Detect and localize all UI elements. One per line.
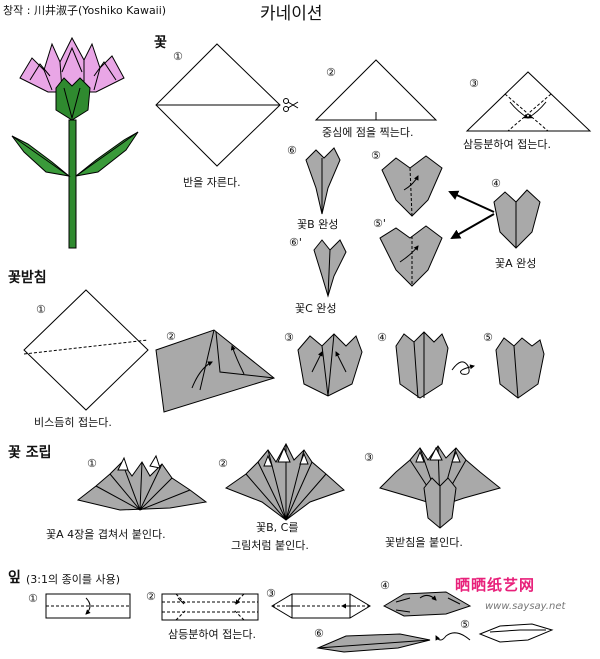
assembly-step-2-illustration [226,444,344,520]
flower-B-illustration [306,148,340,214]
leaf-step-2-illustration [162,594,258,620]
flower-A-illustration [494,190,540,248]
leaf-step-6-illustration [318,634,430,652]
receptacle-step-1-square [24,290,148,410]
flower-step-2-triangle [316,60,436,120]
scissors-icon [284,99,299,112]
flower-step-5b-illustration [380,226,442,286]
leaf-step-4-illustration [384,592,470,616]
leaf-step-3-illustration [272,594,370,618]
flower-steps [156,44,590,296]
assembly-step-3-illustration [380,446,500,528]
receptacle-step-5-illustration [496,338,544,398]
receptacle-step-3-illustration [298,334,362,396]
flower-C-illustration [314,240,346,296]
receptacle-step-4-illustration [396,332,448,398]
turn-over-arrow-icon [452,362,474,375]
leaf-step-1-illustration [46,594,130,618]
assembly-steps [78,444,500,528]
turn-over-arrow-icon [436,633,470,640]
leaf-steps [46,592,552,652]
finished-carnation-illustration [12,38,138,248]
carnation-petals [20,38,124,92]
carnation-stem [69,120,76,248]
leaf-step-5-illustration [480,624,552,642]
carnation-calyx [56,78,90,120]
flower-step-5-illustration [382,156,442,216]
assembly-step-1-illustration [78,456,206,510]
receptacle-steps [24,290,544,412]
receptacle-step-2-illustration [156,330,274,412]
flower-step-3-triangle [467,72,590,131]
